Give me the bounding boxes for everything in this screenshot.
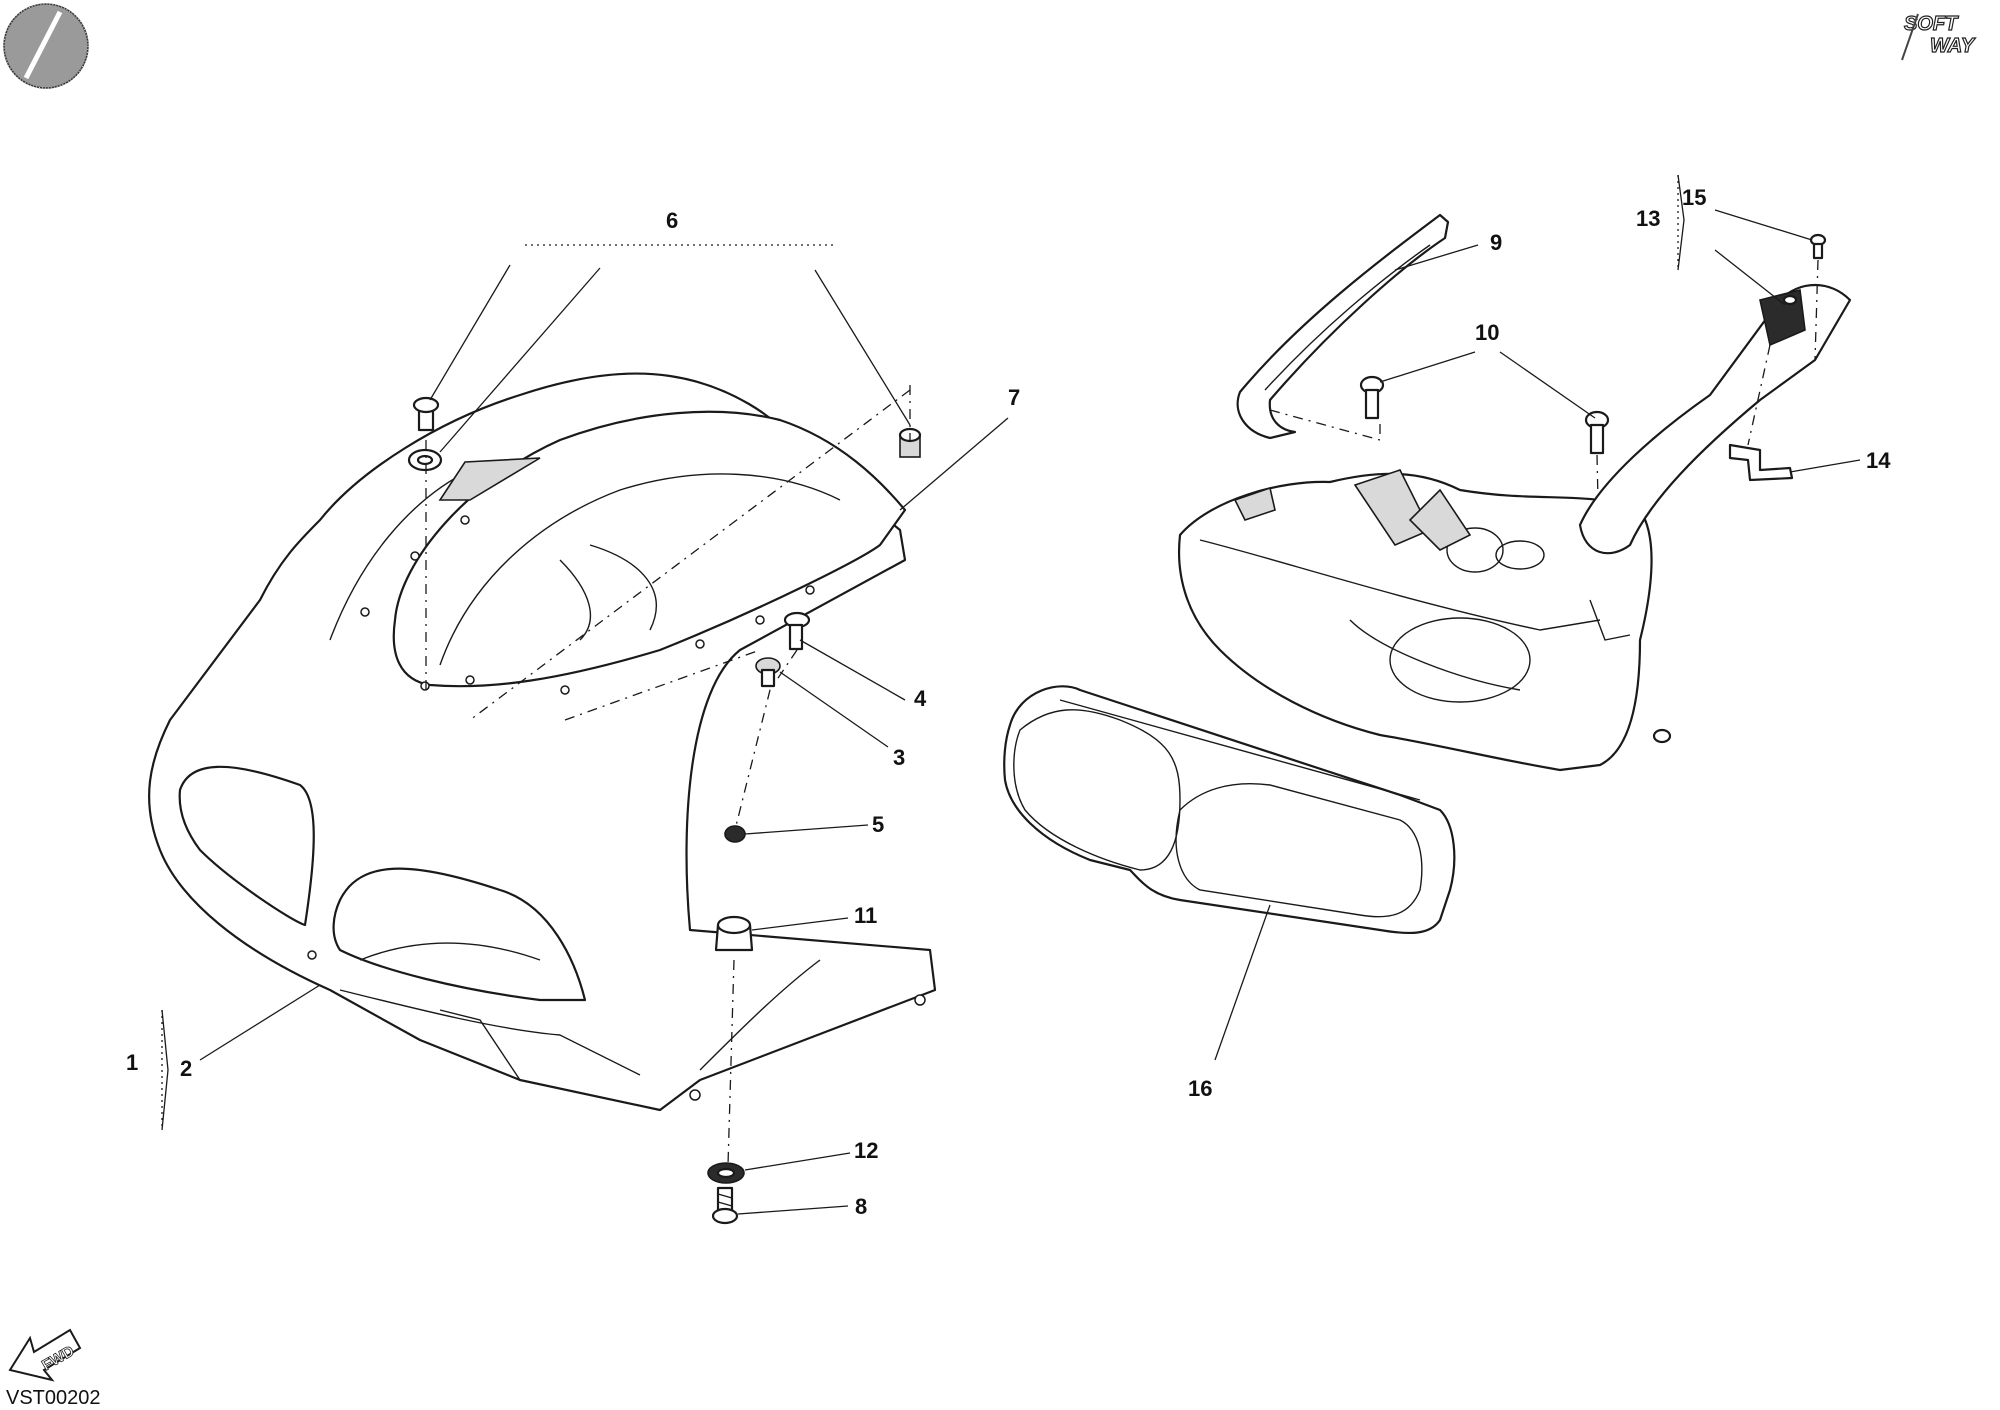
- leader-lines: [161, 174, 1861, 1215]
- callout-7: 7: [1008, 385, 1020, 410]
- callout-10: 10: [1475, 320, 1499, 345]
- fastener-3: [755, 657, 781, 688]
- callout-4: 4: [914, 686, 927, 711]
- callout-2: 2: [180, 1056, 192, 1081]
- inner-structure-drawing: [1003, 213, 1852, 935]
- callout-3: 3: [893, 745, 905, 770]
- callout-11: 11: [854, 903, 877, 928]
- callout-14: 14: [1866, 448, 1891, 473]
- screw-8: [711, 1186, 739, 1225]
- drawing-reference: VST00202: [6, 1387, 101, 1409]
- rubber-mount-11: [714, 915, 754, 952]
- right-air-intake: [332, 867, 587, 1002]
- callout-16: 16: [1188, 1076, 1212, 1101]
- mirror-bracket: [1578, 283, 1852, 555]
- callout-13: 13: [1636, 206, 1660, 231]
- grommet-5: [724, 825, 746, 843]
- left-air-intake: [178, 765, 315, 927]
- windscreen: [392, 410, 907, 688]
- washer-12: [707, 1162, 745, 1184]
- callout-15: 15: [1682, 185, 1706, 210]
- screw-4: [783, 611, 811, 651]
- callout-12: 12: [854, 1138, 878, 1163]
- callout-6: 6: [666, 208, 678, 233]
- callout-9: 9: [1490, 230, 1502, 255]
- softway-badge: SOFT WAY: [1901, 8, 1996, 61]
- callout-numbers: 1 2 3 4 5 6 7 8 9 10 11 12 13 14 15 16: [126, 185, 1891, 1219]
- screw-10b: [1584, 410, 1610, 455]
- front-fairing-drawing: [148, 372, 937, 1225]
- forward-direction-arrow: FWD: [8, 1328, 82, 1382]
- callout-8: 8: [855, 1194, 867, 1219]
- screw-15: [1809, 233, 1827, 260]
- headlight-unit: [1003, 685, 1456, 935]
- brand-line2: WAY: [1930, 35, 1976, 57]
- callout-1: 1: [126, 1050, 138, 1075]
- callout-5: 5: [872, 812, 884, 837]
- screw-10a: [1359, 375, 1385, 420]
- screw-6a: [412, 396, 440, 432]
- side-trim: [1236, 213, 1450, 440]
- headlight-support-frame: [1178, 472, 1653, 772]
- clip-14: [1728, 443, 1794, 482]
- manufacturer-logo: [3, 3, 89, 89]
